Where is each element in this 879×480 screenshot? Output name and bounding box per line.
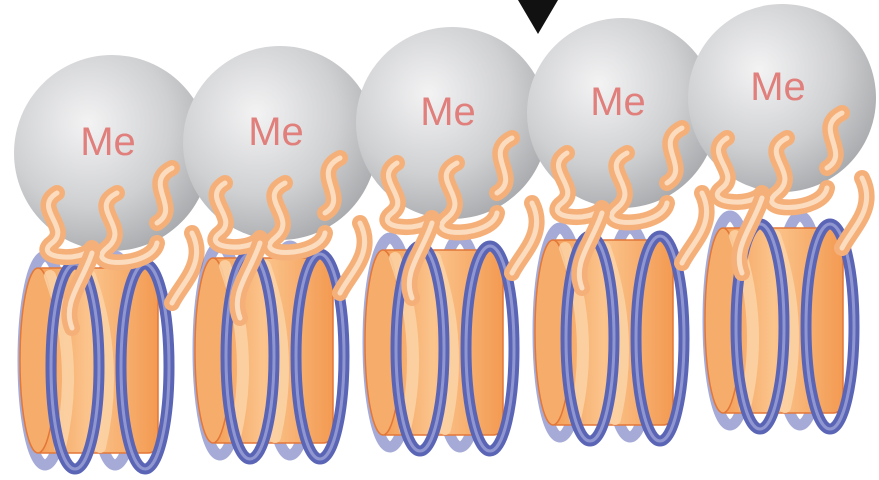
nucleosome-unit: Me [14,55,210,469]
methyl-label: Me [590,80,646,124]
methyl-label: Me [80,120,136,164]
arrowhead-marker [518,0,558,34]
nucleosome-unit: Me [356,27,548,451]
nucleosome-unit: Me [527,18,717,441]
methyl-label: Me [248,110,304,154]
methyl-label: Me [420,90,476,134]
methyl-label: Me [750,65,806,109]
nucleosome-unit: Me [688,4,876,429]
nucleosome-unit: Me [183,46,377,459]
